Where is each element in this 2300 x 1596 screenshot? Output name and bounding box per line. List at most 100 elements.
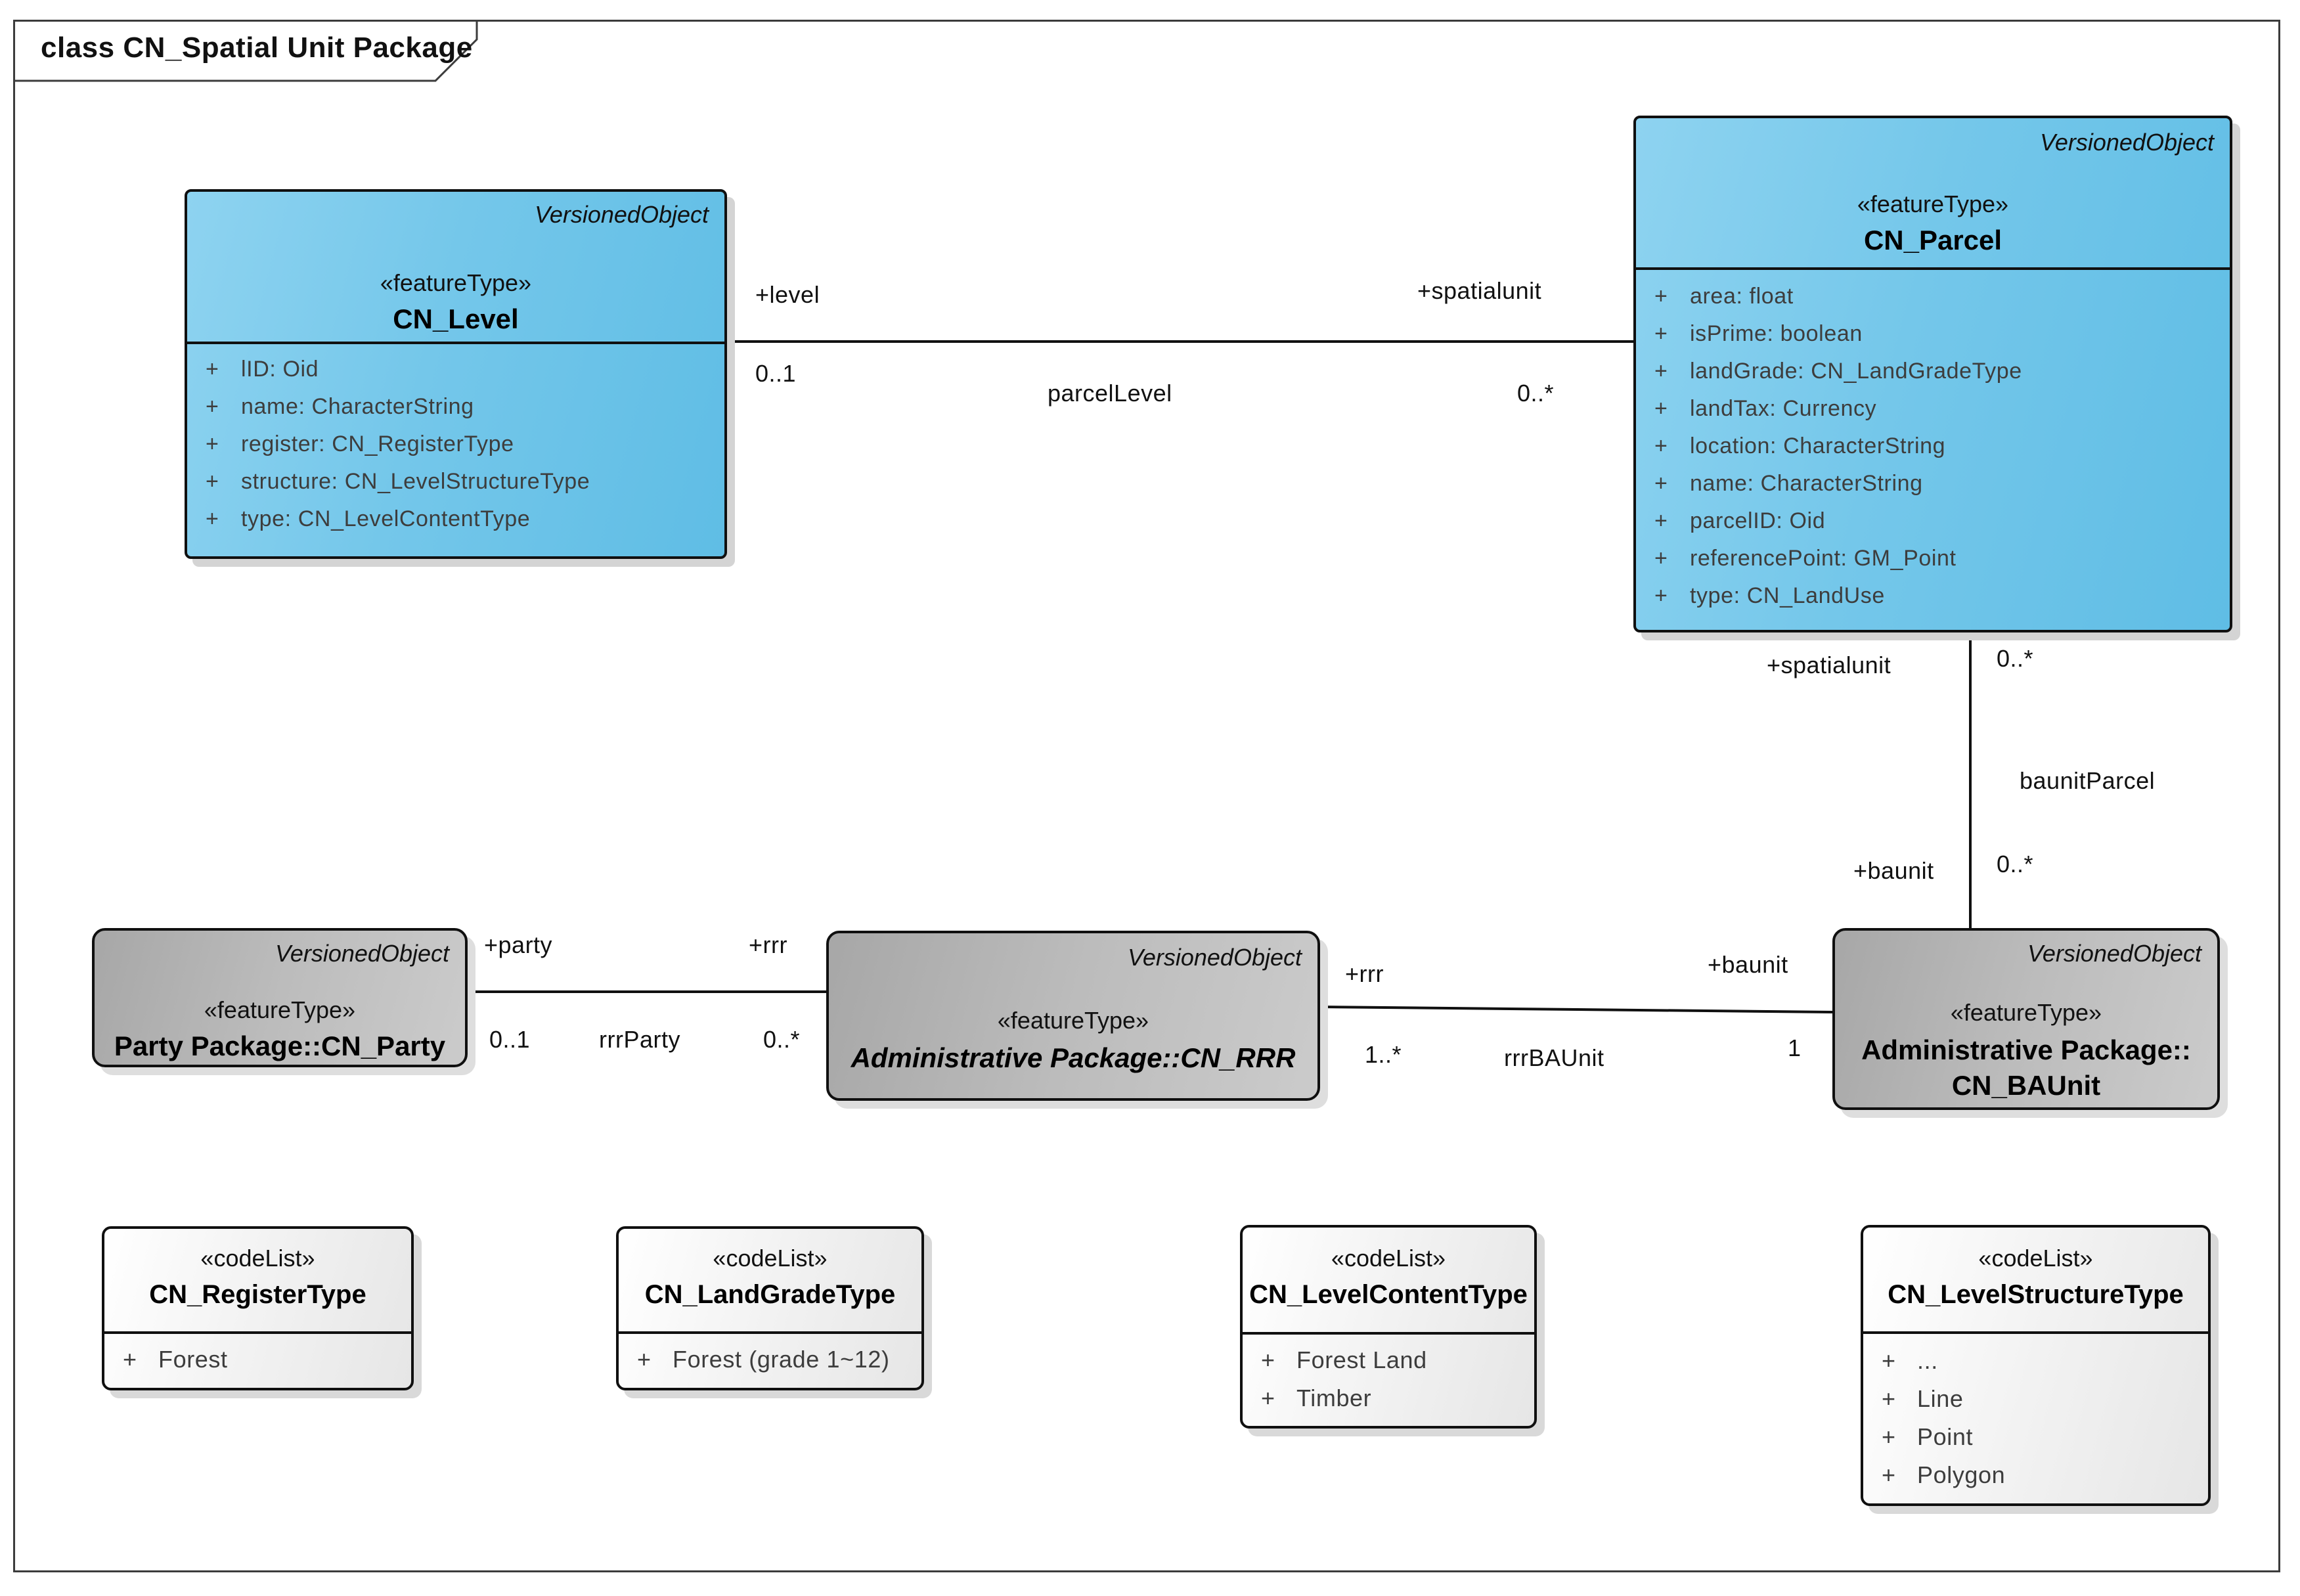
diagram-title-tab xyxy=(13,20,478,82)
visibility-plus: + xyxy=(1654,583,1668,608)
visibility-plus: + xyxy=(1882,1385,1896,1412)
visibility-plus: + xyxy=(206,394,219,419)
codelist-name: CN_LandGradeType xyxy=(644,1280,896,1309)
stereotype-label: «codeList» xyxy=(200,1245,315,1272)
attribute-text: landGrade: CN_LandGradeType xyxy=(1690,359,2022,384)
codelist-value-row: +... xyxy=(1863,1342,2208,1380)
assoc-mult-label-parcel2: 0..* xyxy=(1997,645,2034,672)
attribute-row: +type: CN_LevelContentType xyxy=(187,500,724,538)
attribute-text: area: float xyxy=(1690,284,1794,309)
codelist-value: ... xyxy=(1917,1347,1938,1374)
assoc-mult-label-parcel: 0..* xyxy=(1517,380,1555,407)
assoc-role-label-party: +party xyxy=(484,931,553,958)
diagram-title: class CN_Spatial Unit Package xyxy=(41,32,473,64)
class-box-cn-party[interactable]: VersionedObject «featureType» Party Pack… xyxy=(92,928,468,1067)
visibility-plus: + xyxy=(1654,321,1668,346)
assoc-role-label-rrr: +rrr xyxy=(749,931,787,958)
assoc-mult-label-rrr2: 1..* xyxy=(1365,1041,1402,1068)
codelist-name: CN_LevelStructureType xyxy=(1888,1280,2184,1309)
assoc-name-label-baunitparcel: baunitParcel xyxy=(2020,767,2156,794)
codelist-box-cn-landgradetype[interactable]: «codeList» CN_LandGradeType +Forest (gra… xyxy=(616,1226,924,1390)
attribute-text: name: CharacterString xyxy=(241,394,474,419)
codelist-value-row: +Forest (grade 1~12) xyxy=(619,1341,921,1379)
codelist-value-row: + Line xyxy=(1863,1380,2208,1418)
codelist-value-row: +Polygon xyxy=(1863,1456,2208,1494)
visibility-plus: + xyxy=(1261,1385,1275,1411)
diagram-frame xyxy=(13,20,2280,1572)
class-box-cn-baunit[interactable]: VersionedObject «featureType» Administra… xyxy=(1832,928,2220,1110)
attribute-text: name: CharacterString xyxy=(1690,471,1923,496)
codelist-value: Timber xyxy=(1296,1385,1372,1411)
visibility-plus: + xyxy=(1654,284,1668,309)
codelist-name: CN_RegisterType xyxy=(149,1280,366,1309)
codelist-value-row: + Timber xyxy=(1243,1379,1534,1417)
visibility-plus: + xyxy=(123,1346,137,1373)
codelist-box-cn-levelstructuretype[interactable]: «codeList» CN_LevelStructureType +... + L… xyxy=(1861,1225,2211,1506)
attribute-row: + type: CN_LandUse xyxy=(1636,577,2230,615)
codelist-value-row: + Point xyxy=(1863,1418,2208,1456)
attribute-text: location: CharacterString xyxy=(1690,433,1946,458)
attribute-text: register: CN_RegisterType xyxy=(241,432,514,456)
assoc-role-label-baunit: +baunit xyxy=(1853,857,1934,884)
attribute-text: isPrime: boolean xyxy=(1690,321,1863,346)
class-box-cn-parcel[interactable]: VersionedObject «featureType» CN_Parcel … xyxy=(1633,116,2232,632)
codelist-value: Forest (grade 1~12) xyxy=(673,1346,890,1373)
visibility-plus: + xyxy=(206,469,219,494)
codelist-value: Forest Land xyxy=(1296,1346,1427,1373)
parent-class-label: VersionedObject xyxy=(2027,940,2201,967)
codelist-box-cn-registertype[interactable]: «codeList» CN_RegisterType +Forest xyxy=(102,1226,414,1390)
attribute-text: type: CN_LandUse xyxy=(1690,583,1885,608)
parent-class-label: VersionedObject xyxy=(535,201,709,228)
codelist-box-cn-levelcontenttype[interactable]: «codeList» CN_LevelContentType + Forest L… xyxy=(1240,1225,1537,1429)
assoc-mult-label-rrr: 0..* xyxy=(763,1026,801,1053)
codelist-value: Line xyxy=(1917,1385,1964,1412)
attribute-row: + name: CharacterString xyxy=(1636,465,2230,502)
visibility-plus: + xyxy=(1654,471,1668,496)
assoc-name-label-rrrparty: rrrParty xyxy=(599,1026,680,1053)
codelist-value: Polygon xyxy=(1917,1461,2006,1488)
visibility-plus: + xyxy=(1882,1423,1896,1450)
stereotype-label: «codeList» xyxy=(713,1245,828,1272)
class-name-line1: Administrative Package:: xyxy=(1861,1034,2191,1065)
parent-class-label: VersionedObject xyxy=(2040,129,2214,156)
attribute-text: referencePoint: GM_Point xyxy=(1690,546,1957,571)
attribute-text: landTax: Currency xyxy=(1690,396,1877,421)
attribute-row: + structure: CN_LevelStructureType xyxy=(187,463,724,500)
attribute-row: + isPrime: boolean xyxy=(1636,315,2230,353)
visibility-plus: + xyxy=(1654,508,1668,533)
codelist-name: CN_LevelContentType xyxy=(1249,1280,1528,1309)
attribute-text: structure: CN_LevelStructureType xyxy=(241,469,590,494)
attribute-text: parcelID: Oid xyxy=(1690,508,1826,533)
assoc-role-label-level: +level xyxy=(755,281,820,308)
visibility-plus: + xyxy=(1654,359,1668,384)
class-name: Administrative Package::CN_RRR xyxy=(851,1042,1296,1073)
attribute-text: type: CN_LevelContentType xyxy=(241,506,531,531)
class-name: Party Package::CN_Party xyxy=(114,1031,446,1061)
parent-class-label: VersionedObject xyxy=(1128,944,1302,971)
visibility-plus: + xyxy=(1654,546,1668,571)
codelist-value-row: +Forest xyxy=(104,1341,411,1379)
stereotype-label: «codeList» xyxy=(1331,1245,1446,1272)
visibility-plus: + xyxy=(1882,1347,1896,1374)
attribute-row: + name: CharacterString xyxy=(187,388,724,426)
assoc-role-label-spatialunit: +spatialunit xyxy=(1417,277,1542,304)
attribute-row: + parcelID: Oid xyxy=(1636,502,2230,540)
stereotype-label: «featureType» xyxy=(1857,190,2009,217)
attribute-row: + landGrade: CN_LandGradeType xyxy=(1636,353,2230,390)
attribute-row: + area: float xyxy=(1636,278,2230,315)
class-name-line2: CN_BAUnit xyxy=(1951,1070,2101,1101)
assoc-role-label-spatialunit2: +spatialunit xyxy=(1767,652,1891,678)
stereotype-label: «featureType» xyxy=(380,269,532,296)
class-box-cn-level[interactable]: VersionedObject «featureType» CN_Level +… xyxy=(185,189,727,559)
codelist-value: Point xyxy=(1917,1423,1974,1450)
visibility-plus: + xyxy=(206,357,219,382)
attribute-row: + referencePoint: GM_Point xyxy=(1636,540,2230,577)
visibility-plus: + xyxy=(1654,396,1668,421)
class-name: CN_Parcel xyxy=(1863,225,2002,255)
visibility-plus: + xyxy=(1654,433,1668,458)
stereotype-label: «codeList» xyxy=(1978,1245,2093,1272)
class-box-cn-rrr[interactable]: VersionedObject «featureType» Administra… xyxy=(826,931,1320,1101)
stereotype-label: «featureType» xyxy=(1950,999,2102,1026)
attribute-row: +lID: Oid xyxy=(187,351,724,388)
